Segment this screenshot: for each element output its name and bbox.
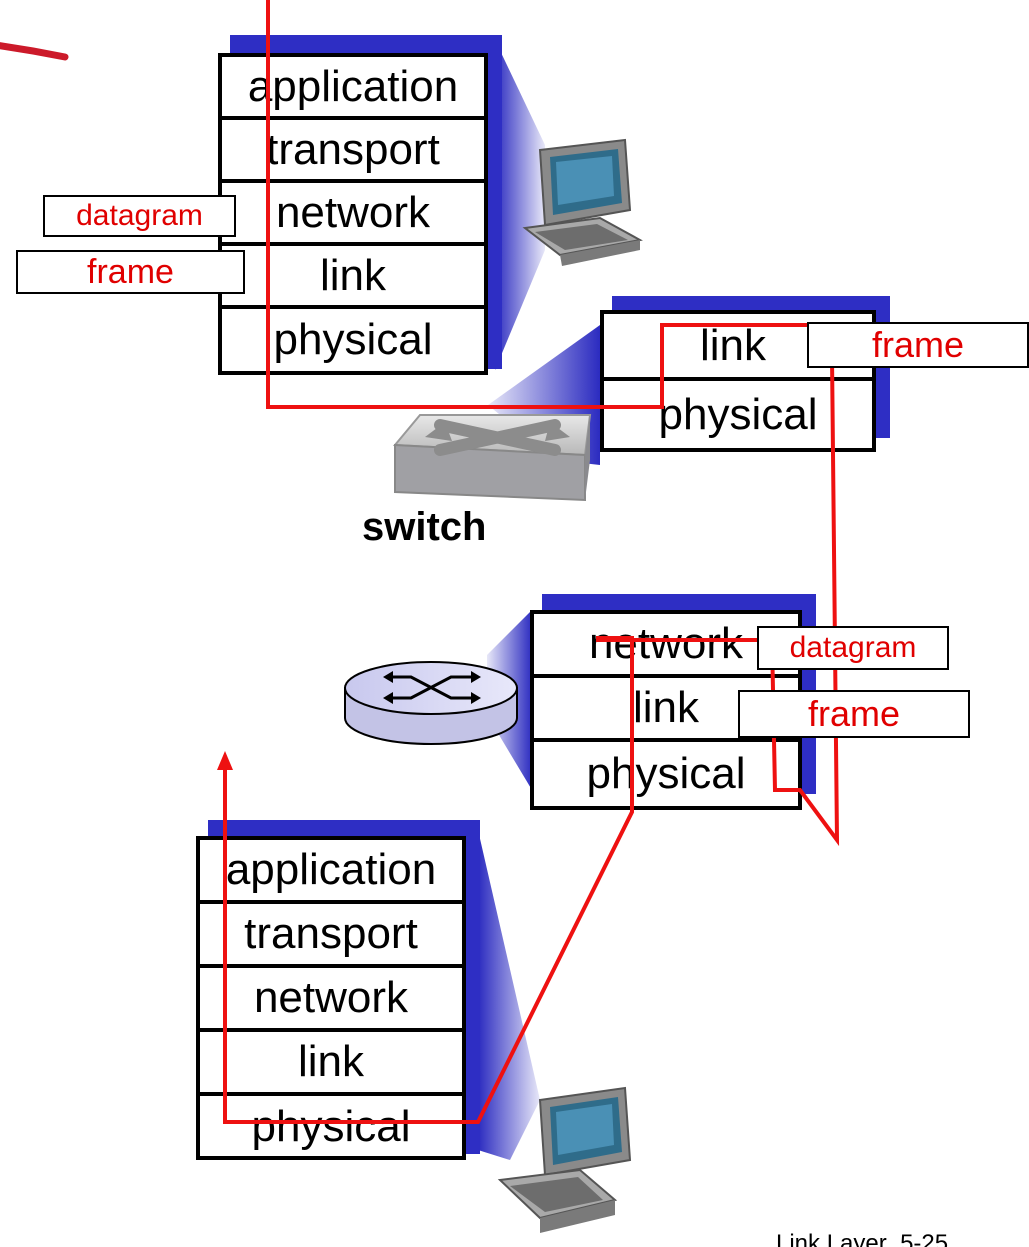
layer-physical: physical xyxy=(586,749,746,798)
layer-transport: transport xyxy=(200,904,462,968)
source-funnel xyxy=(495,40,545,370)
router-icon xyxy=(344,661,518,745)
destination-funnel xyxy=(478,830,540,1160)
layer-physical: physical xyxy=(273,315,433,364)
tag-frame-switch: frame xyxy=(807,322,1029,368)
layer-network: network xyxy=(200,968,462,1032)
layer-physical: physical xyxy=(658,389,818,439)
tag-frame-router: frame xyxy=(738,690,970,738)
layer-application: application xyxy=(200,840,462,904)
tag-frame-source: frame xyxy=(16,250,245,294)
source-host-stack: application transport network link physi… xyxy=(218,35,502,375)
layer-link: link xyxy=(200,1032,462,1096)
switch-label: switch xyxy=(362,505,487,549)
pen-scribble xyxy=(0,42,69,61)
layer-physical: physical xyxy=(251,1102,411,1151)
destination-host-stack: application transport network link physi… xyxy=(196,820,480,1162)
layer-application: application xyxy=(222,57,484,120)
switch-icon xyxy=(392,414,592,502)
layer-network: network xyxy=(222,183,484,246)
layer-transport: transport xyxy=(222,120,484,183)
tag-datagram-source: datagram xyxy=(43,195,236,237)
tag-datagram-router: datagram xyxy=(757,626,949,670)
switch-stack: link physical xyxy=(600,296,890,456)
layer-link: link xyxy=(222,246,484,309)
slide-footer: Link Layer 5-25 xyxy=(776,1230,949,1247)
